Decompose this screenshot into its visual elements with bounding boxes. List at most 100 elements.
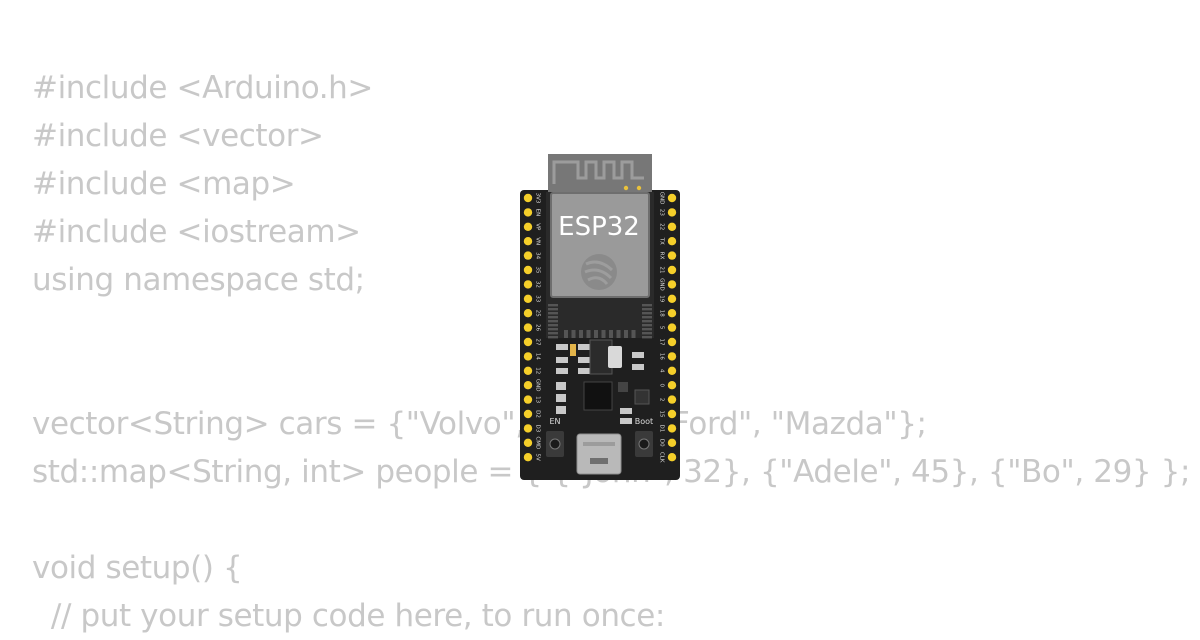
header-pin[interactable] [667,294,677,303]
pin-label: 5 [659,326,665,330]
header-pin[interactable] [523,251,533,260]
pin-label: EN [535,209,541,217]
header-pin[interactable] [667,208,677,217]
pin-label: TX [659,237,665,245]
module-pad [642,320,652,323]
header-pin[interactable] [523,280,533,289]
header-pin[interactable] [523,309,533,318]
header-pin[interactable] [667,193,677,203]
pin-label: 27 [535,339,541,346]
boot-label: Boot [635,417,653,426]
module-pad [642,304,652,307]
pin-label: CMD [535,436,541,449]
module-pad [571,330,576,338]
pin-label: 23 [659,209,665,216]
pin-label: 3V3 [535,193,541,204]
header-pin[interactable] [523,222,533,231]
header-pin[interactable] [523,208,533,217]
header-pin[interactable] [523,237,533,246]
header-pin[interactable] [523,337,533,347]
pin-label: RX [659,252,665,260]
pin-label: D1 [659,425,665,433]
header-pin[interactable] [667,424,677,433]
header-pin[interactable] [667,337,677,347]
header-pin[interactable] [523,381,533,390]
module-pad [594,330,598,338]
usb-port[interactable] [576,433,622,475]
code-text: #include <Arduino.h> #include <vector> #in… [32,64,1190,640]
pin-label: 18 [659,310,665,317]
header-pin[interactable] [667,438,677,447]
header-pin[interactable] [523,323,533,332]
header-pin[interactable] [667,409,677,419]
pin-label: 21 [659,267,665,274]
code-line: #include <iostream> [32,214,361,250]
header-pin[interactable] [667,381,677,390]
header-pin[interactable] [523,395,533,404]
pin-label: 34 [535,252,541,259]
pin-label: 22 [659,223,665,230]
code-line: #include <vector> [32,118,324,154]
code-line: // put your setup code here, to run once… [32,598,665,634]
header-pin[interactable] [523,438,533,447]
header-pin[interactable] [667,453,677,462]
pin-label: VP [535,223,541,231]
header-pin[interactable] [667,309,677,318]
module-pad [548,308,558,311]
header-pin[interactable] [667,251,677,260]
header-pin[interactable] [667,323,677,332]
module-pad [548,324,558,327]
header-pin[interactable] [523,366,533,375]
boot-button[interactable] [635,431,653,457]
header-pin[interactable] [667,352,677,361]
metal-shield [550,192,650,298]
header-pin[interactable] [523,193,533,203]
esp32-board[interactable]: ESP32 [520,154,680,480]
header-pin[interactable] [667,366,677,375]
header-pin[interactable] [523,352,533,361]
header-pin[interactable] [667,237,677,246]
header-pin[interactable] [523,453,533,462]
en-button[interactable] [546,431,564,457]
header-pin[interactable] [667,222,677,231]
code-line: #include <map> [32,166,296,202]
header-pin[interactable] [523,265,533,275]
pin-label: CLK [659,452,665,463]
header-pin[interactable] [667,265,677,275]
pin-label: 14 [535,353,541,360]
chip-label: ESP32 [558,212,640,242]
pin-label: 35 [535,267,541,274]
pin-label: 4 [659,369,665,373]
header-pin[interactable] [667,395,677,404]
pin-label: 33 [535,295,541,302]
module-pad [642,336,652,339]
module-pad [548,336,558,339]
pin-label: 26 [535,324,541,331]
module-pad [624,330,628,338]
pin-label: 16 [659,353,665,360]
module-pad [642,324,652,327]
header-pin[interactable] [523,294,533,303]
pin-label: D0 [659,439,665,447]
header-pin[interactable] [667,280,677,289]
en-label: EN [549,417,560,426]
module-pad [642,328,652,331]
pin-label: D2 [535,410,541,418]
pin-label: 2 [659,398,665,402]
antenna-trace-icon [552,160,644,184]
pin-label: VN [535,237,541,245]
module-pad [616,330,621,338]
pin-label: 5V [535,454,541,461]
pin-label: D3 [535,425,541,433]
pin-label: GND [659,192,665,205]
pin-label: 0 [659,383,665,387]
header-pin[interactable] [523,424,533,433]
module-pad [631,330,636,338]
header-pin[interactable] [523,409,533,419]
module-pad [548,316,558,319]
code-line: #include <Arduino.h> [32,70,374,106]
module-pads [548,304,652,339]
module-pad [579,330,583,338]
antenna-module [548,154,652,194]
module-pad [642,312,652,315]
